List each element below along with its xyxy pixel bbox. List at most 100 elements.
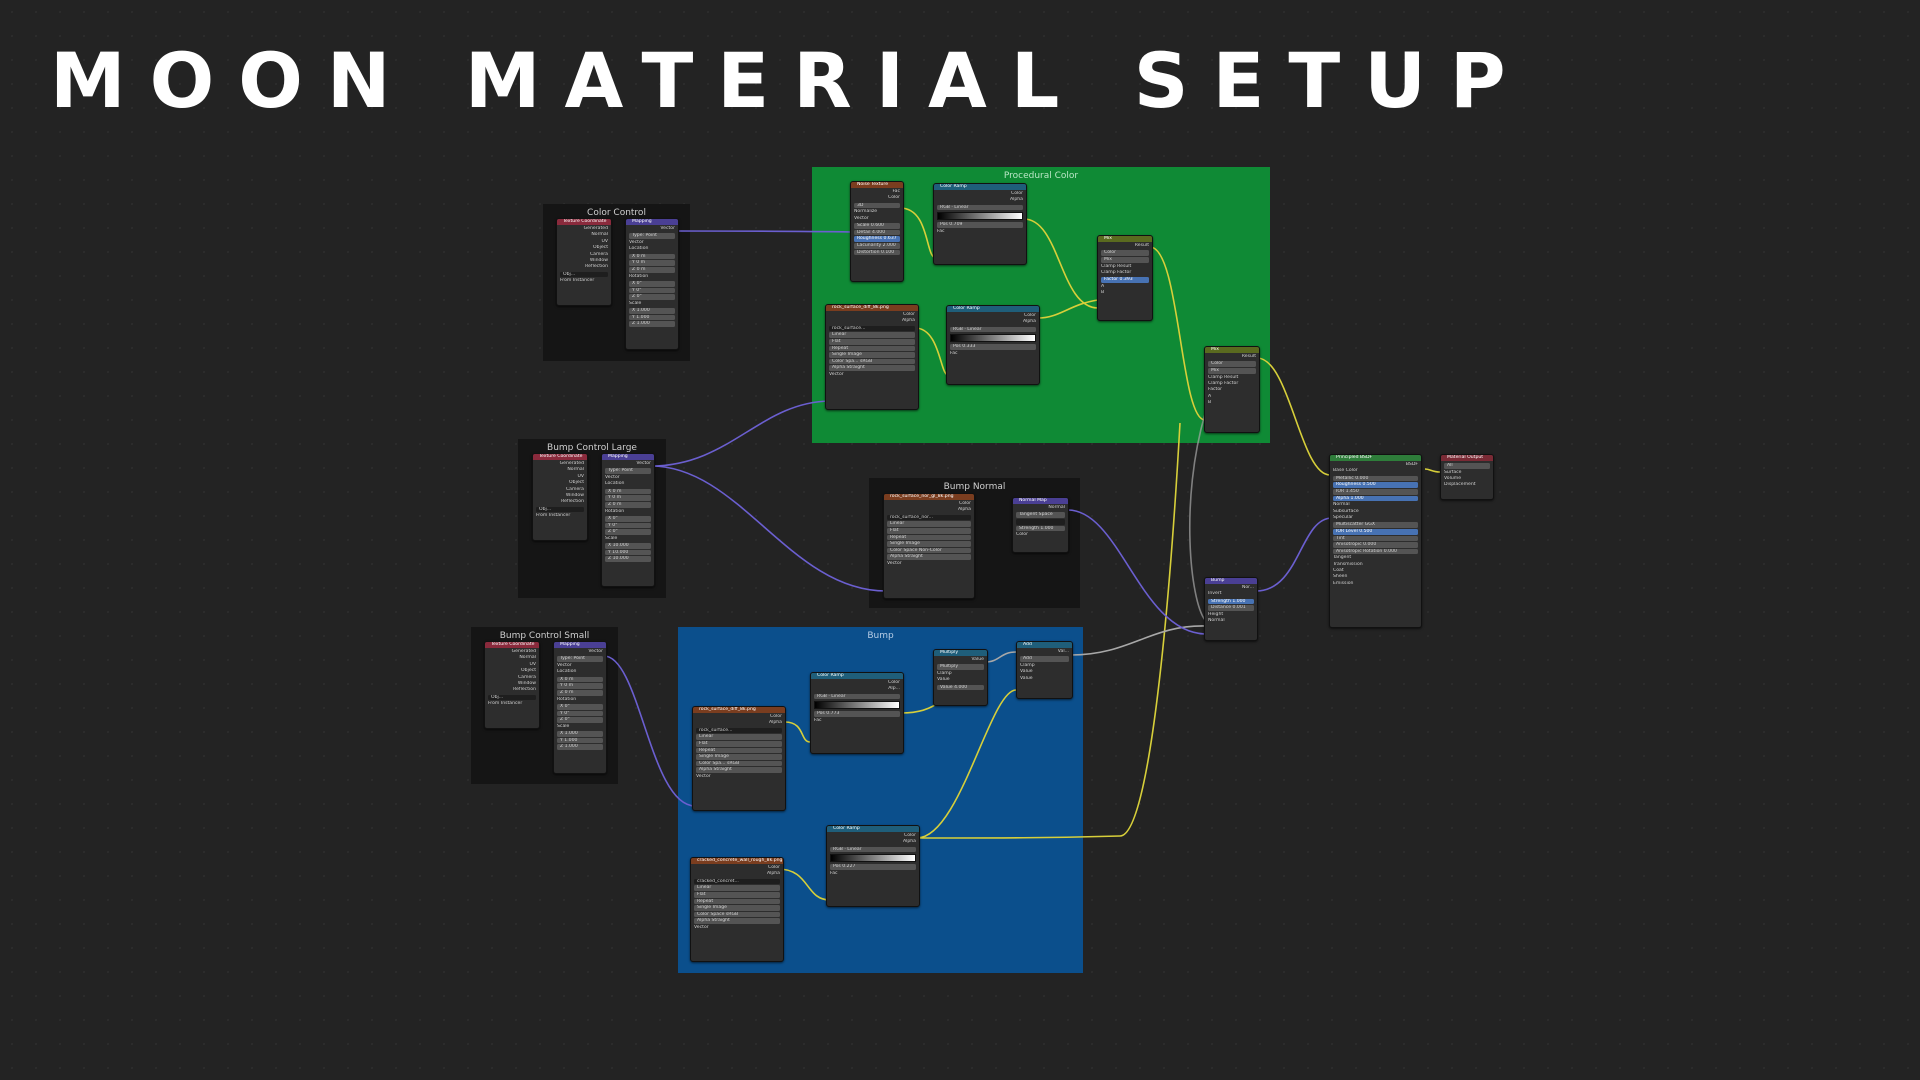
value-field[interactable]: Roughness 0.637: [854, 236, 900, 242]
extension-dropdown[interactable]: Repeat: [696, 747, 782, 754]
interpolation-dropdown[interactable]: Linear: [887, 521, 971, 527]
source-dropdown[interactable]: Single Image: [829, 352, 915, 358]
extension-dropdown[interactable]: Repeat: [829, 345, 915, 352]
invert-checkbox[interactable]: Invert: [1208, 591, 1222, 597]
node-texture-coordinate[interactable]: Texture Coordinate Generated Normal UV O…: [532, 453, 588, 541]
distance-field[interactable]: Distance 0.001: [1208, 605, 1254, 611]
node-image-texture[interactable]: cracked_concrete_wall_rough_8k.png Color…: [690, 857, 784, 962]
value-field[interactable]: Metallic 0.000: [1333, 475, 1418, 482]
node-mapping[interactable]: Mapping Vector Type: Point Vector Locati…: [553, 641, 607, 774]
projection-dropdown[interactable]: Flat: [696, 740, 782, 747]
type-dropdown[interactable]: Type: Point: [605, 468, 651, 474]
color-ramp-gradient[interactable]: [950, 334, 1036, 343]
interpolation-dropdown[interactable]: Linear: [696, 734, 782, 740]
node-math-add[interactable]: Add Val... Add Clamp Value Value: [1016, 641, 1073, 699]
source-dropdown[interactable]: Single Image: [694, 905, 780, 911]
color-mode-dropdown[interactable]: RGB · Linear: [814, 693, 900, 700]
value-field[interactable]: Z 0 m: [605, 501, 651, 508]
blend-dropdown[interactable]: Mix: [1208, 367, 1256, 374]
image-selector[interactable]: rock_surface...: [829, 325, 915, 332]
node-texture-coordinate[interactable]: Texture Coordinate Generated Normal UV O…: [556, 218, 612, 306]
node-principled-bsdf[interactable]: Principled BSDF BSDF Base Color Metallic…: [1329, 454, 1422, 628]
strength-field[interactable]: Strength 1.000: [1208, 598, 1254, 605]
node-image-texture[interactable]: rock_surface_diff_8k.png Color Alpha roc…: [692, 706, 786, 811]
value-field[interactable]: Y 1.000: [557, 737, 603, 744]
node-color-ramp[interactable]: Color Ramp Color Alp... RGB · Linear Pos…: [810, 672, 904, 754]
extension-dropdown[interactable]: Repeat: [694, 898, 780, 905]
image-selector[interactable]: rock_surface...: [696, 727, 782, 734]
extension-dropdown[interactable]: Repeat: [887, 534, 971, 541]
distribution-dropdown[interactable]: Multiscatter GGX: [1333, 522, 1418, 528]
color-mode-dropdown[interactable]: RGB · Linear: [830, 846, 916, 853]
value-field[interactable]: Anisotropic Rotation 0.000: [1333, 548, 1418, 555]
node-color-ramp[interactable]: Color Ramp Color Alpha RGB · Linear Pos …: [933, 183, 1027, 265]
alpha-dropdown[interactable]: Alpha Straight: [696, 767, 782, 773]
position-field[interactable]: Pos 0.333: [950, 344, 1036, 350]
from-instancer-checkbox[interactable]: From Instancer: [536, 513, 571, 519]
panel-toggle[interactable]: Specular: [1333, 514, 1354, 520]
value-field[interactable]: Z 0°: [605, 529, 651, 535]
data-type-dropdown[interactable]: Color: [1208, 361, 1256, 367]
value-field[interactable]: X 0°: [605, 515, 651, 522]
value-field[interactable]: Z 10.000: [605, 556, 651, 562]
color-space-dropdown[interactable]: Color Spa... sRGB: [696, 760, 782, 767]
value-field[interactable]: Y 0°: [605, 522, 651, 529]
value-field[interactable]: X 1.000: [629, 308, 675, 314]
interpolation-dropdown[interactable]: Linear: [829, 332, 915, 338]
value-field[interactable]: Roughness 0.500: [1333, 482, 1418, 488]
projection-dropdown[interactable]: Flat: [694, 891, 780, 898]
value-field[interactable]: X 0°: [557, 703, 603, 710]
panel-toggle[interactable]: Sheen: [1333, 574, 1348, 580]
panel-toggle[interactable]: Subsurface: [1333, 508, 1359, 514]
value-field[interactable]: Lacunarity 2.000: [854, 242, 900, 249]
clamp-checkbox[interactable]: Clamp: [937, 670, 952, 676]
value-field[interactable]: X 0 m: [605, 488, 651, 495]
dimensions-dropdown[interactable]: 3D: [854, 202, 900, 209]
value-field[interactable]: Z 0 m: [557, 689, 603, 696]
node-normal-map[interactable]: Normal Map Normal Tangent Space Strength…: [1012, 497, 1069, 553]
node-mix[interactable]: Mix Result Color Mix Clamp Result Clamp …: [1097, 235, 1153, 321]
value-field[interactable]: IOR Level 0.500: [1333, 528, 1418, 535]
value-field[interactable]: X 0°: [629, 280, 675, 287]
position-field[interactable]: Pos 0.709: [937, 222, 1023, 228]
object-field[interactable]: Obj...: [488, 694, 536, 701]
value-field[interactable]: X 0 m: [557, 676, 603, 683]
image-selector[interactable]: rock_surface_nor...: [887, 514, 971, 521]
position-field[interactable]: Pos 0.227: [830, 864, 916, 870]
uv-map-field[interactable]: [1016, 518, 1065, 525]
value-field[interactable]: X 0 m: [629, 253, 675, 260]
color-space-dropdown[interactable]: Color Spa... sRGB: [829, 358, 915, 365]
alpha-dropdown[interactable]: Alpha Straight: [829, 365, 915, 371]
factor-field[interactable]: Factor 0.393: [1101, 277, 1149, 283]
node-noise-texture[interactable]: Noise Texture Fac Color 3D Normalize Vec…: [850, 181, 904, 282]
data-type-dropdown[interactable]: Color: [1101, 250, 1149, 256]
color-space-dropdown[interactable]: Color Space sRGB: [694, 911, 780, 918]
normalize-checkbox[interactable]: Normalize: [854, 209, 878, 215]
alpha-dropdown[interactable]: Alpha Straight: [694, 918, 780, 924]
type-dropdown[interactable]: Type: Point: [557, 656, 603, 662]
from-instancer-checkbox[interactable]: From Instancer: [488, 701, 523, 707]
image-selector[interactable]: cracked_concret...: [694, 878, 780, 885]
space-dropdown[interactable]: Tangent Space: [1016, 512, 1065, 518]
value-field[interactable]: Scale 0.600: [854, 223, 900, 229]
node-image-texture[interactable]: rock_surface_diff_8k.png Color Alpha roc…: [825, 304, 919, 410]
node-color-ramp[interactable]: Color Ramp Color Alpha RGB · Linear Pos …: [946, 305, 1040, 385]
panel-toggle[interactable]: Transmission: [1333, 561, 1363, 567]
value-field[interactable]: Y 0 m: [629, 260, 675, 266]
node-material-output[interactable]: Material Output All Surface Volume Displ…: [1440, 454, 1494, 500]
type-dropdown[interactable]: Type: Point: [629, 233, 675, 239]
color-ramp-gradient[interactable]: [937, 212, 1023, 221]
blend-dropdown[interactable]: Mix: [1101, 256, 1149, 263]
value-field[interactable]: Y 10.000: [605, 549, 651, 556]
value-field[interactable]: Y 0°: [629, 287, 675, 294]
value-field[interactable]: IOR 1.450: [1333, 488, 1418, 495]
value-field[interactable]: Y 0 m: [557, 683, 603, 689]
clamp-result-checkbox[interactable]: Clamp Result: [1208, 374, 1239, 380]
node-bump[interactable]: Bump Nor... Invert Strength 1.000 Distan…: [1204, 577, 1258, 641]
value-field[interactable]: Z 0 m: [629, 266, 675, 273]
target-dropdown[interactable]: All: [1444, 463, 1490, 469]
value-field[interactable]: Detail 4.000: [854, 229, 900, 236]
node-texture-coordinate[interactable]: Texture Coordinate Generated Normal UV O…: [484, 641, 540, 729]
position-field[interactable]: Pos 0.773: [814, 711, 900, 717]
source-dropdown[interactable]: Single Image: [696, 754, 782, 760]
